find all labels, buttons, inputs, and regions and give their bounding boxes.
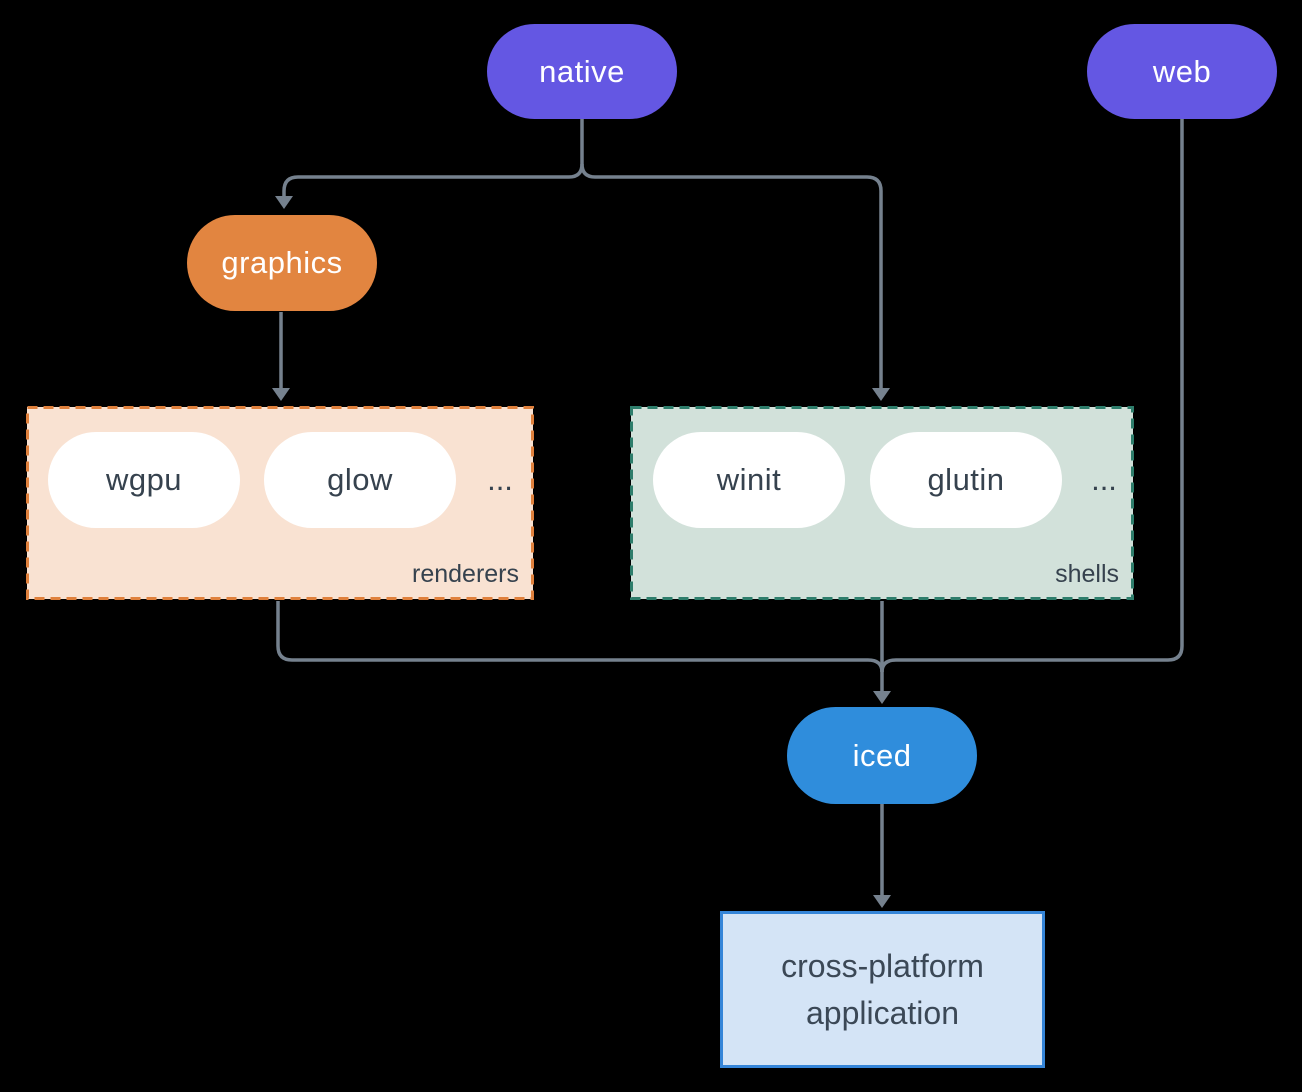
shells-group-label: shells — [1055, 560, 1119, 588]
node-winit-label: winit — [716, 462, 782, 497]
node-iced-label: iced — [852, 737, 912, 773]
node-wgpu: wgpu — [48, 432, 240, 528]
arrowhead-into-iced — [873, 691, 891, 704]
arrowhead-into-application — [873, 895, 891, 908]
edge-native-shells — [580, 163, 883, 388]
edge-native-graphics — [282, 163, 584, 196]
node-glow-label: glow — [327, 462, 393, 497]
arrowhead-into-renderers — [272, 388, 290, 401]
arrowhead-into-graphics — [275, 196, 293, 209]
shells-group: winit glutin ... shells — [631, 407, 1133, 599]
arrowhead-into-shells — [872, 388, 890, 401]
renderers-ellipsis: ... — [487, 462, 513, 497]
node-native-label: native — [539, 53, 625, 89]
node-native: native — [487, 24, 677, 119]
node-graphics-label: graphics — [221, 245, 343, 280]
node-glow: glow — [264, 432, 456, 528]
node-cross-platform-application-label: cross-platform application — [781, 947, 984, 1031]
node-cross-platform-application: cross-platform application — [720, 911, 1045, 1068]
node-web: web — [1087, 24, 1277, 119]
node-glutin-label: glutin — [927, 462, 1005, 497]
shells-ellipsis: ... — [1091, 462, 1117, 497]
node-winit: winit — [653, 432, 845, 528]
node-graphics: graphics — [187, 215, 377, 311]
node-wgpu-label: wgpu — [105, 462, 183, 497]
renderers-group: wgpu glow ... renderers — [27, 407, 533, 599]
node-iced: iced — [787, 707, 977, 804]
node-glutin: glutin — [870, 432, 1062, 528]
edge-renderers-merge — [276, 601, 884, 673]
renderers-group-label: renderers — [412, 560, 519, 588]
node-web-label: web — [1152, 53, 1212, 89]
